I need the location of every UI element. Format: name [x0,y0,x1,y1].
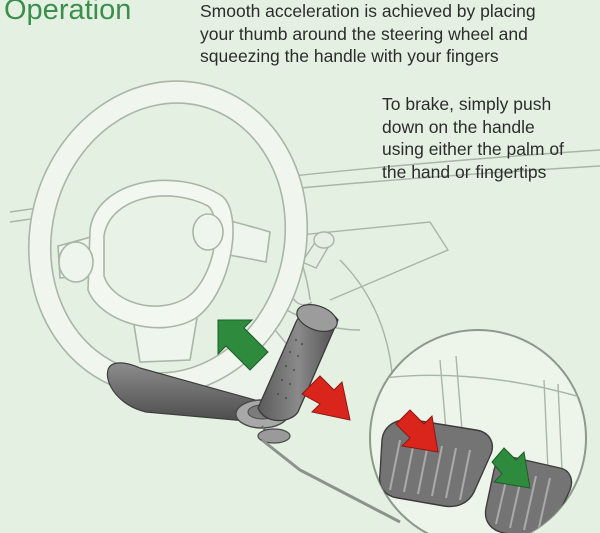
brake-pedal-arrow-icon [395,409,439,453]
caption-line: down on the handle [382,116,535,137]
linkage-rod [261,438,401,524]
caption-line: To brake, simply push [382,94,552,114]
caption-line: using either the palm of [382,139,564,159]
brake-caption: To brake, simply push down on the handle… [382,93,594,183]
brake-arrow-icon [301,375,351,421]
page-title: Operation [4,0,132,26]
hand-grip [257,304,339,422]
pedal-inset [369,329,587,533]
accelerate-caption: Smooth acceleration is achieved by placi… [200,0,592,68]
steering-wheel [27,80,309,396]
caption-line: squeezing the handle with your fingers [200,46,499,66]
caption-line: Smooth acceleration is achieved by placi… [200,1,536,21]
caption-line: your thumb around the steering wheel and [200,23,528,44]
caption-line: the hand or fingertips [382,161,547,182]
accelerator-pedal-arrow-icon [491,447,531,489]
accelerate-arrow-icon [217,319,269,371]
